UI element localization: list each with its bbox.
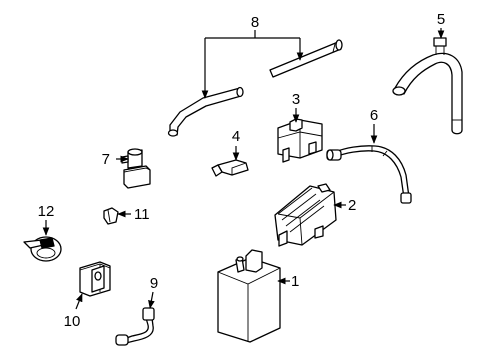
part-8-leader — [201, 30, 304, 99]
part-10-bracket — [79, 261, 111, 297]
callout-7: 7 — [102, 151, 110, 168]
callout-5: 5 — [437, 11, 445, 28]
callout-2: 2 — [348, 197, 356, 214]
callout-4: 4 — [232, 128, 240, 145]
part-7-solenoid — [121, 148, 151, 189]
callout-3: 3 — [292, 91, 300, 108]
part-3-purge-valve — [277, 118, 323, 163]
callout-8: 8 — [251, 14, 259, 31]
part-8-vent-tubes — [167, 39, 343, 137]
part-9-leader — [148, 291, 155, 309]
part-9-sensor — [115, 307, 155, 346]
callout-10: 10 — [64, 313, 81, 330]
callout-11: 11 — [134, 206, 150, 223]
callout-9: 9 — [150, 275, 158, 292]
part-12-cap — [23, 236, 62, 262]
part-4-clip — [211, 159, 249, 177]
part-10-leader — [75, 293, 83, 310]
part-2-bracket — [274, 183, 337, 247]
callout-12: 12 — [38, 203, 55, 220]
part-6-hose — [326, 145, 412, 204]
part-1-canister — [217, 249, 281, 343]
callout-6: 6 — [370, 107, 378, 124]
callout-1: 1 — [291, 273, 299, 290]
part-11-clip — [103, 207, 119, 225]
part-5-hose — [392, 37, 463, 135]
